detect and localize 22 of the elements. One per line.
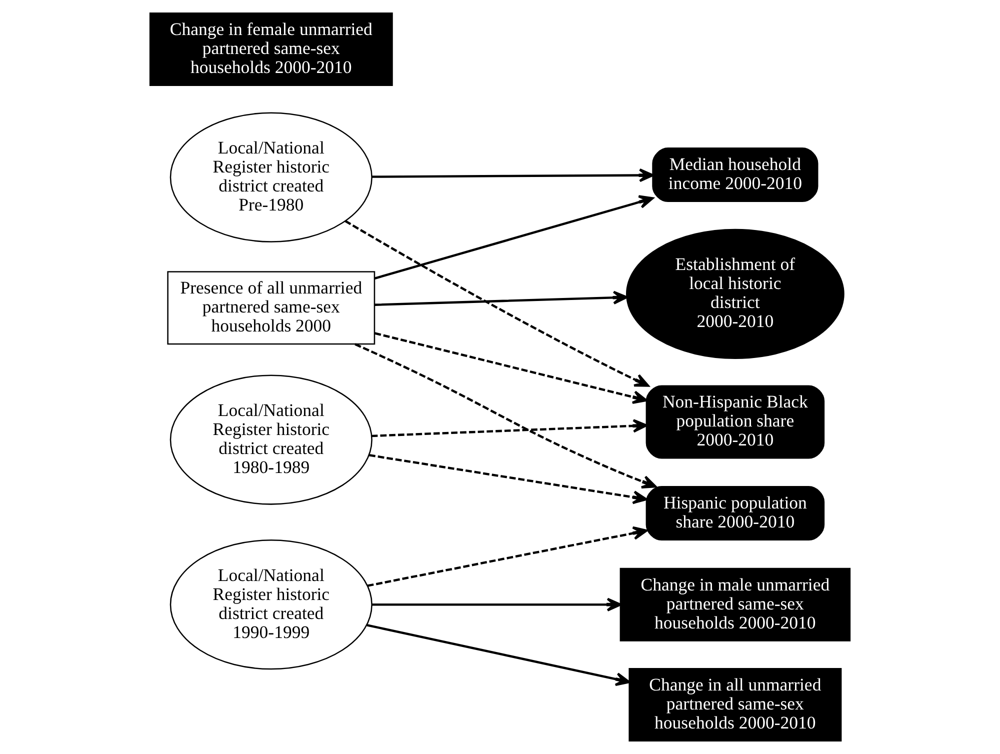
arrow — [366, 624, 630, 686]
arrow — [374, 332, 648, 404]
arrow — [371, 419, 648, 438]
node-ellipse: Establishment of local historic district 2000-2010 — [626, 228, 844, 360]
node-ellipse: Local/National Register historic district created 1980-1989 — [170, 374, 372, 505]
arrow — [367, 526, 648, 587]
node-box: Presence of all unmarried partnered same-sex households 2000 — [167, 271, 376, 345]
arrow — [374, 195, 654, 280]
arrow — [344, 220, 650, 387]
node-box: Median household income 2000-2010 — [652, 148, 818, 202]
arrow — [372, 598, 622, 612]
node-box: Change in female unmarried partnered same-sex households 2000-2010 — [149, 12, 393, 86]
node-box: Change in all unmarried partnered same-sex households 2000-2010 — [628, 668, 842, 742]
node-ellipse: Local/National Register historic district created 1990-1999 — [170, 540, 372, 670]
arrow — [372, 168, 654, 182]
node-box: Hispanic population share 2000-2010 — [646, 486, 825, 541]
arrow — [374, 290, 628, 306]
arrow — [354, 343, 656, 488]
arrow — [368, 454, 648, 504]
node-ellipse: Local/National Register historic district created Pre-1980 — [170, 112, 372, 242]
node-box: Non-Hispanic Black population share 2000-2010 — [646, 385, 825, 459]
node-box: Change in male unmarried partnered same-sex households 2000-2010 — [620, 568, 851, 642]
